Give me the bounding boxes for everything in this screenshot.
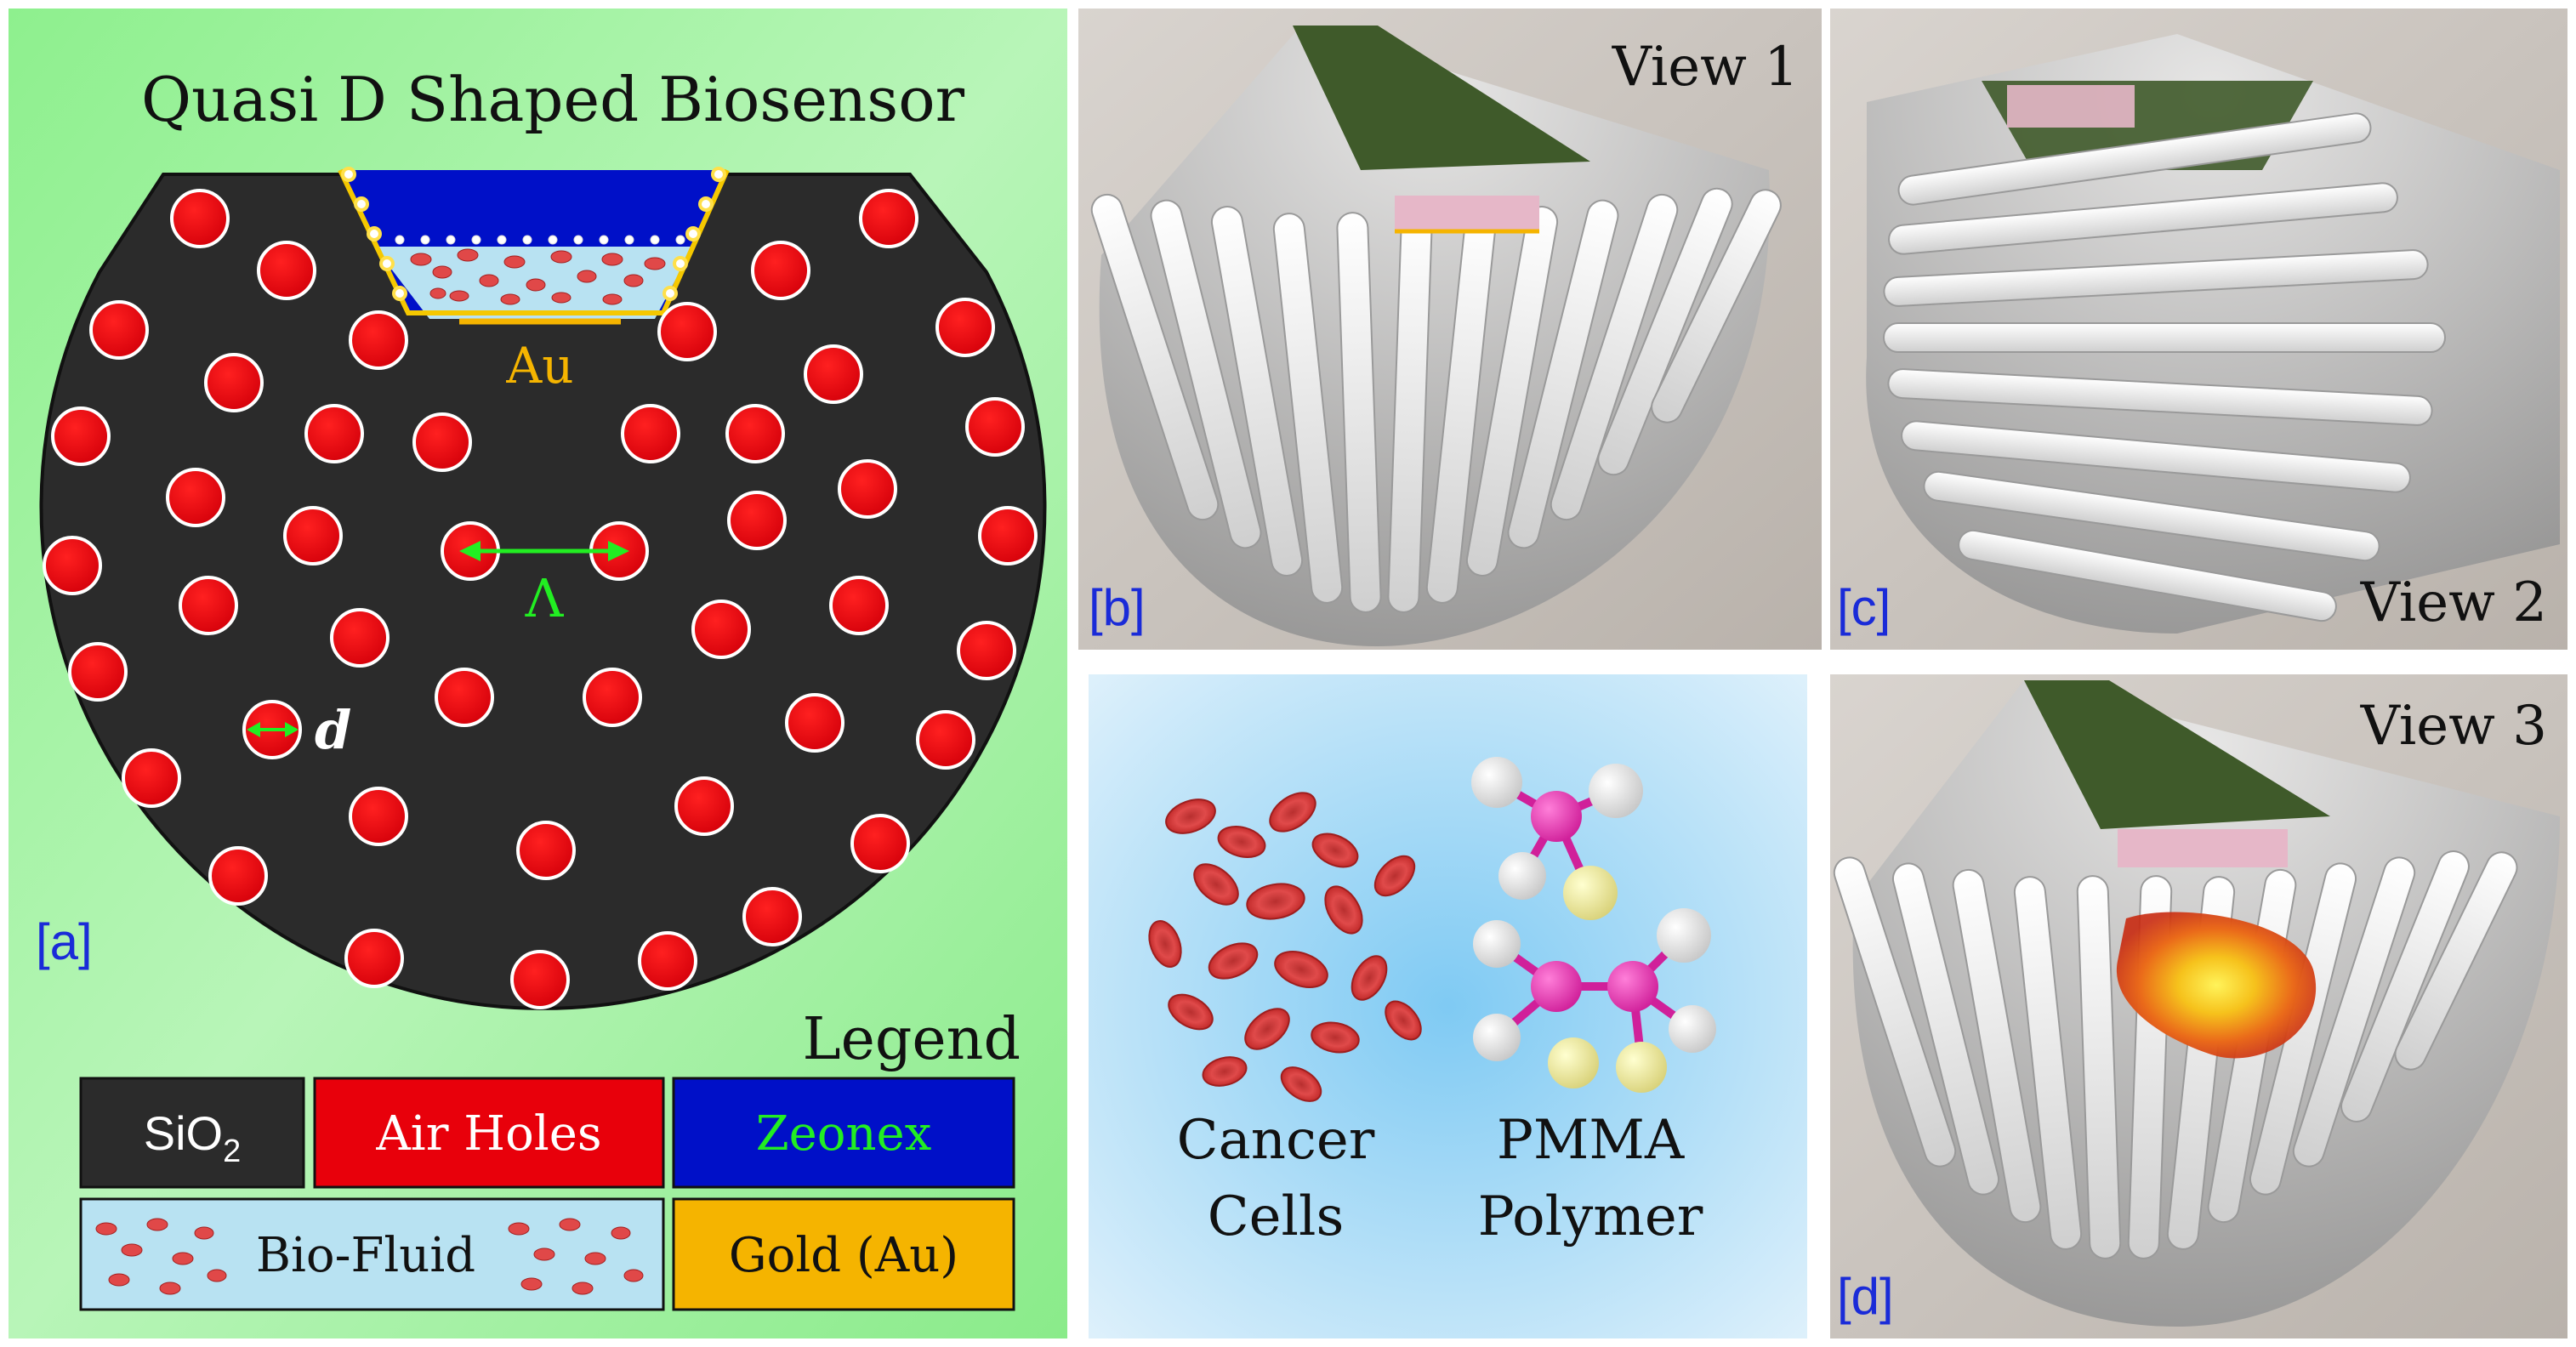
- legend-sio2-label: SiO2: [144, 1106, 242, 1169]
- view3-zeonex-channel: [2024, 680, 2330, 829]
- diameter-annotation: [247, 722, 299, 737]
- view1-rods: [1090, 187, 1782, 613]
- view3-label: View 3: [2360, 695, 2547, 758]
- panel-d-label: [d]: [1837, 1268, 1894, 1325]
- bio-fluid-cells: [410, 248, 666, 305]
- pitch-label: Λ: [525, 567, 565, 629]
- view2-sensing-layer: [2007, 85, 2135, 128]
- pmma-label-line2: Polymer: [1478, 1185, 1703, 1248]
- panel-molecules: Cancer Cells PMMA Polymer: [1089, 674, 1807, 1338]
- legend-heading: Legend: [803, 1006, 1021, 1073]
- legend-bio-fluid-cells: [95, 1218, 644, 1295]
- gold-label: Au: [505, 337, 573, 395]
- legend-zeonex-label: Zeonex: [756, 1106, 932, 1162]
- legend-gold-label: Gold (Au): [729, 1228, 958, 1283]
- view1-zeonex-channel: [1293, 26, 1590, 170]
- cancer-cells-label-line1: Cancer: [1177, 1109, 1375, 1172]
- pitch-annotation: [459, 541, 629, 561]
- panel-c-label: [c]: [1837, 579, 1891, 636]
- panel-b-label: [b]: [1089, 579, 1146, 636]
- legend-sio2-swatch: [79, 1077, 305, 1189]
- panel-c: View 2 [c]: [1830, 9, 2567, 650]
- pmma-molecule-model: [1471, 757, 1716, 1093]
- panel-b: View 1 [b]: [1078, 9, 1822, 650]
- cancer-cells-label-line2: Cells: [1208, 1185, 1345, 1248]
- pmma-molecule-chain: [338, 167, 730, 315]
- view1-label: View 1: [1612, 36, 1799, 99]
- legend-gold-swatch: [672, 1197, 1015, 1311]
- legend-bio-fluid-label: Bio-Fluid: [256, 1228, 475, 1283]
- sio2-fiber-cross-section: [39, 173, 1047, 1010]
- view1-sensing-layer: [1395, 196, 1539, 234]
- mode-field-distribution: [2116, 912, 2317, 1059]
- legend-air-holes-label: Air Holes: [375, 1106, 601, 1162]
- panel-a-label: [a]: [36, 913, 93, 970]
- view3-sensing-layer: [2118, 829, 2288, 867]
- legend-zeonex-swatch: [672, 1077, 1015, 1189]
- panel-a-title: Quasi D Shaped Biosensor: [141, 64, 965, 135]
- air-holes: [43, 189, 1038, 1009]
- channel-top-molecules: [395, 235, 685, 245]
- panel-a: Quasi D Shaped Biosensor: [9, 9, 1067, 1338]
- cancer-cells-cluster: [1148, 792, 1422, 1102]
- diameter-label: d: [315, 699, 351, 761]
- panel-d: View 3 [d]: [1830, 674, 2567, 1338]
- legend-air-holes-swatch: [313, 1077, 665, 1189]
- view3-rods: [1833, 850, 2518, 1259]
- view2-label: View 2: [2360, 571, 2547, 634]
- view2-rods: [1883, 112, 2446, 622]
- pmma-label-line1: PMMA: [1497, 1109, 1685, 1172]
